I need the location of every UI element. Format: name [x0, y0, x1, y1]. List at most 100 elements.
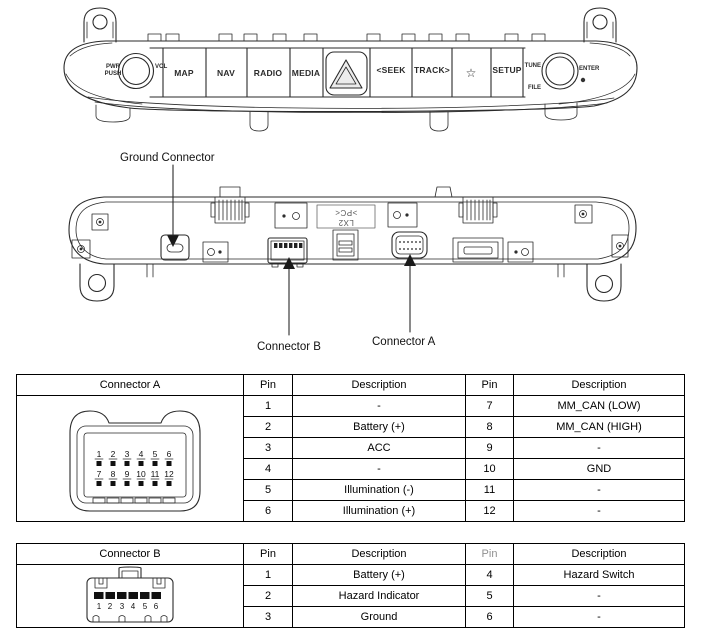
- svg-text:9: 9: [125, 469, 130, 479]
- connector-a-callout-label: Connector A: [372, 336, 436, 348]
- pin-cell: 10: [465, 458, 514, 480]
- front-panel-drawing: PWR PUSH VOL MAP NAV RADIO MEDIA <SEEK T…: [63, 7, 638, 132]
- svg-text:12: 12: [164, 469, 174, 479]
- description-column-header: Description: [513, 543, 685, 565]
- description-cell: GND: [513, 458, 685, 480]
- description-cell: -: [292, 395, 466, 417]
- description-cell: Ground: [292, 606, 466, 628]
- svg-text:3: 3: [120, 602, 125, 611]
- table-row: 2 Battery (+) 8 MM_CAN (HIGH): [17, 416, 685, 438]
- pin-cell: 6: [465, 606, 514, 628]
- grille-connector-right: [458, 196, 498, 224]
- description-cell: -: [513, 437, 685, 459]
- table-row: 1 2 3 4 5 6 1 Battery (+) 4 Hazard Switc…: [16, 564, 685, 628]
- table-row: 3 ACC 9 -: [17, 437, 685, 459]
- description-cell: Illumination (-): [292, 479, 466, 501]
- description-column-header: Description: [513, 374, 685, 396]
- connector-a-pin-numbers: 1 2 3 4 5 6 7 8 9 10 11 12: [97, 449, 174, 479]
- table-row: 1 2 3 4 5 6 7 8 9 10 11 12 1: [16, 395, 685, 522]
- tune-enter-knob: [541, 52, 586, 90]
- svg-text:5: 5: [153, 449, 158, 459]
- svg-text:6: 6: [154, 602, 159, 611]
- button-label-star: ☆: [466, 66, 477, 80]
- connector-a-callout-arrow: [404, 254, 416, 333]
- button-label-nav: NAV: [217, 68, 235, 78]
- part-marking-line2: LX2: [338, 218, 354, 227]
- description-cell: -: [513, 500, 685, 522]
- svg-text:1: 1: [97, 602, 102, 611]
- connector-a-header-row: Connector A Pin Description Pin Descript…: [16, 374, 685, 396]
- svg-text:2: 2: [111, 449, 116, 459]
- description-cell: -: [513, 479, 685, 501]
- pin-column-header: Pin: [243, 374, 293, 396]
- button-label-map: MAP: [174, 68, 194, 78]
- connector-b-pinout-drawing: 1 2 3 4 5 6: [86, 566, 174, 623]
- knob-label-vol: VOL: [155, 64, 168, 70]
- ground-callout-arrow: [167, 164, 179, 247]
- part-marking: [316, 204, 376, 229]
- table-row: 6 Illumination (+) 12 -: [17, 500, 685, 522]
- connector-a-pinout-drawing: 1 2 3 4 5 6 7 8 9 10 11 12: [69, 409, 201, 512]
- pin-cell: 12: [465, 500, 514, 522]
- svg-text:6: 6: [167, 449, 172, 459]
- description-cell: ACC: [292, 437, 466, 459]
- pin-cell: 11: [465, 479, 514, 501]
- button-label-radio: RADIO: [254, 68, 283, 78]
- mounting-lobe-right: [586, 263, 622, 302]
- connector-b-callout-arrow: [283, 257, 295, 336]
- connector-b-pin-numbers: 1 2 3 4 5 6: [97, 602, 159, 611]
- description-column-header: Description: [292, 543, 466, 565]
- button-label-media: MEDIA: [292, 68, 320, 78]
- description-cell: -: [292, 458, 466, 480]
- center-connector: [332, 229, 359, 261]
- mounting-ear-right: [583, 7, 617, 43]
- svg-text:2: 2: [108, 602, 113, 611]
- mounting-lobe-left: [79, 263, 115, 302]
- pin-cell: 5: [243, 479, 293, 501]
- description-column-header: Description: [292, 374, 466, 396]
- pin-cell: 4: [465, 564, 514, 586]
- pin-cell: 1: [243, 395, 293, 417]
- pin-column-header: Pin: [465, 543, 514, 565]
- connector-a-table: Connector A Pin Description Pin Descript…: [16, 374, 685, 522]
- mounting-ear-left: [83, 7, 117, 43]
- description-cell: Battery (+): [292, 416, 466, 438]
- knob-label-pwr: PWR: [106, 64, 121, 70]
- button-label-track: TRACK>: [414, 65, 450, 75]
- pin-cell: 3: [243, 606, 293, 628]
- button-label-seek: <SEEK: [376, 65, 406, 75]
- knob-label-file: FILE: [528, 85, 541, 91]
- description-cell: Hazard Switch: [513, 564, 685, 586]
- description-cell: -: [513, 585, 685, 607]
- svg-text:3: 3: [125, 449, 130, 459]
- table-row: 3 Ground 6 -: [17, 606, 685, 628]
- knob-label-enter: ENTER: [579, 66, 600, 72]
- connector-a-title: Connector A: [16, 374, 244, 396]
- part-marking-line1: >PC<: [335, 208, 357, 217]
- svg-text:5: 5: [143, 602, 148, 611]
- ground-connector: [160, 234, 190, 261]
- svg-text:4: 4: [131, 602, 136, 611]
- svg-text:7: 7: [97, 469, 102, 479]
- connector-a: [391, 231, 428, 259]
- pin-cell: 9: [465, 437, 514, 459]
- pin-cell: 1: [243, 564, 293, 586]
- knob-label-tune: TUNE: [525, 63, 541, 69]
- table-row: 5 Illumination (-) 11 -: [17, 479, 685, 501]
- ground-connector-label: Ground Connector: [120, 152, 215, 164]
- button-row: [149, 47, 526, 98]
- svg-text:1: 1: [97, 449, 102, 459]
- pin-column-header: Pin: [243, 543, 293, 565]
- power-volume-knob: [117, 52, 155, 90]
- pin-cell: 4: [243, 458, 293, 480]
- bottom-tabs: [95, 102, 578, 132]
- pin-column-header: Pin: [465, 374, 514, 396]
- connector-b-title: Connector B: [16, 543, 244, 565]
- connector-b-pinout-drawing-cell: 1 2 3 4 5 6: [16, 564, 244, 628]
- detent-dot: [580, 77, 586, 83]
- description-cell: MM_CAN (LOW): [513, 395, 685, 417]
- pin-cell: 8: [465, 416, 514, 438]
- table-row: 4 - 10 GND: [17, 458, 685, 480]
- description-cell: Battery (+): [292, 564, 466, 586]
